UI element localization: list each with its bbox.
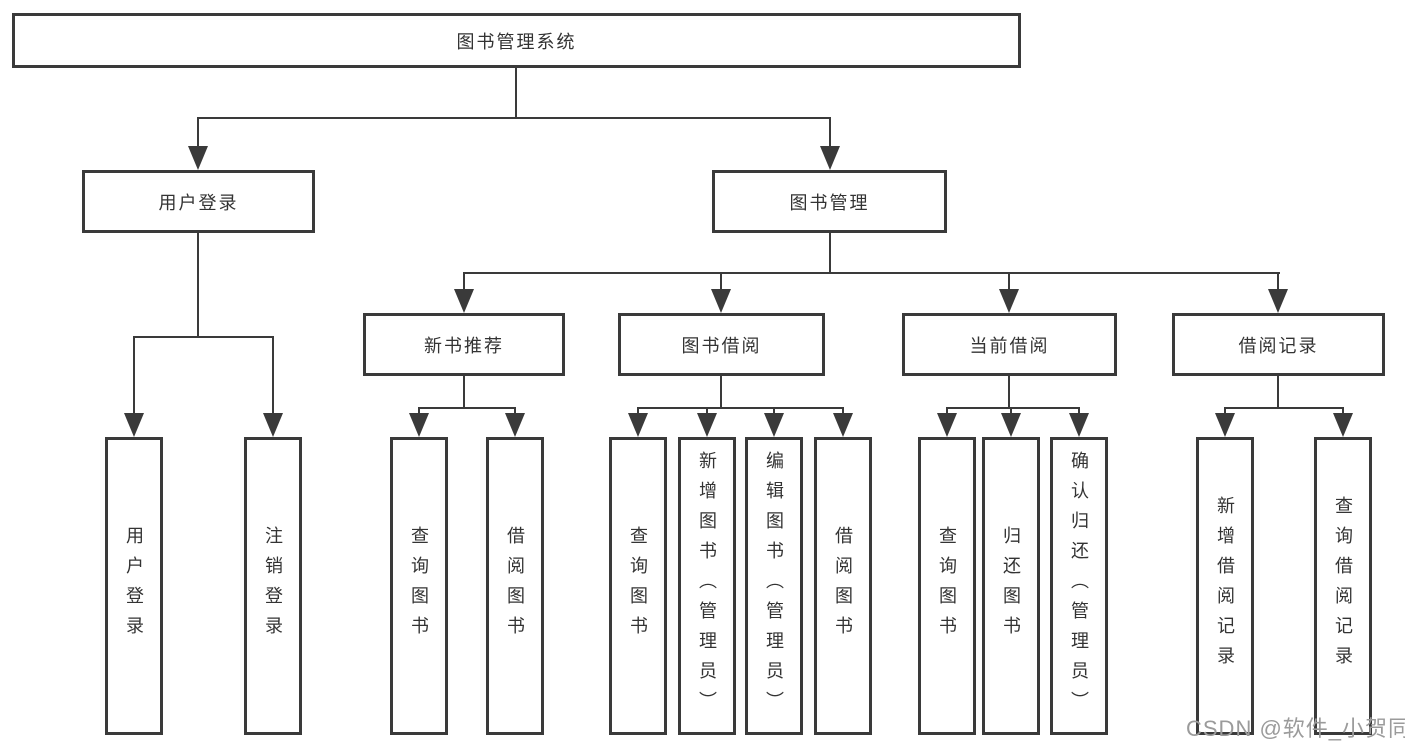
node-leaf-recommend-borrow-books: 借阅图书: [486, 437, 544, 735]
node-leaf-borrowing-query-books: 查询图书: [609, 437, 667, 735]
node-label: 用户登录: [158, 192, 239, 213]
connector-arrow-records-query: [1333, 408, 1353, 437]
node-label: 新增借阅记录: [1215, 496, 1235, 676]
node-leaf-user-login: 用户登录: [105, 437, 163, 735]
connector-arrow-borrowing-edit: [764, 408, 784, 437]
node-label: 图书管理: [789, 192, 870, 213]
connector-records-branch: [1224, 407, 1344, 409]
node-label: 图书管理系统: [456, 31, 577, 52]
connector-arrow-borrowing-borrow: [833, 408, 853, 437]
connector-arrow-current-return: [1001, 408, 1021, 437]
node-current-borrowing: 当前借阅: [902, 313, 1117, 376]
node-leaf-records-query-record: 查询借阅记录: [1314, 437, 1372, 735]
node-leaf-borrowing-add-books: 新增图书（管理员）: [678, 437, 736, 735]
connector-current-branch: [946, 407, 1080, 409]
node-leaf-recommend-query-books: 查询图书: [390, 437, 448, 735]
node-label: 新书推荐: [424, 335, 504, 356]
connector-recommend-stem: [463, 376, 465, 409]
connector-recommend-branch: [418, 407, 516, 409]
csdn-watermark: CSDN @软件_小贺同学: [1186, 716, 1405, 741]
connector-user-login-branch: [133, 336, 274, 338]
connector-level2-branch: [197, 117, 831, 119]
node-label: 编辑图书（管理员）: [764, 451, 784, 721]
node-label: 归还图书: [1001, 526, 1021, 646]
node-leaf-current-confirm-return: 确认归还（管理员）: [1050, 437, 1108, 735]
connector-level3-branch: [463, 272, 1280, 274]
node-book-management: 图书管理: [712, 170, 947, 233]
node-label: 图书借阅: [681, 335, 762, 356]
connector-arrow-borrowing-records: [1268, 273, 1288, 313]
node-leaf-current-query-books: 查询图书: [918, 437, 976, 735]
node-label: 当前借阅: [969, 335, 1050, 356]
connector-borrowing-stem: [720, 376, 722, 409]
connector-arrow-current-query: [937, 408, 957, 437]
node-label: 借阅图书: [833, 526, 853, 646]
node-leaf-current-return-books: 归还图书: [982, 437, 1040, 735]
connector-records-stem: [1277, 376, 1279, 409]
connector-book-mgmt-stem: [829, 233, 831, 274]
node-label: 借阅图书: [505, 526, 525, 646]
connector-arrow-book-management: [820, 118, 840, 170]
connector-user-login-stem: [197, 233, 199, 337]
connector-arrow-borrowing-query: [628, 408, 648, 437]
connector-arrow-current-confirm: [1069, 408, 1089, 437]
node-user-login-group: 用户登录: [82, 170, 315, 233]
node-label: 查询图书: [937, 526, 957, 646]
node-label: 用户登录: [124, 526, 144, 646]
connector-arrow-book-borrowing: [711, 273, 731, 313]
node-label: 注销登录: [263, 526, 283, 646]
connector-arrow-new-book-recommend: [454, 273, 474, 313]
node-leaf-borrowing-borrow-books: 借阅图书: [814, 437, 872, 735]
connector-arrow-borrowing-add: [697, 408, 717, 437]
node-library-management-system: 图书管理系统: [12, 13, 1021, 68]
connector-arrow-leaf-user-login: [124, 337, 144, 437]
node-label: 确认归还（管理员）: [1069, 451, 1089, 721]
connector-arrow-leaf-logout: [263, 337, 283, 437]
node-label: 借阅记录: [1238, 335, 1319, 356]
node-label: 查询图书: [409, 526, 429, 646]
node-new-book-recommend: 新书推荐: [363, 313, 565, 376]
node-label: 查询图书: [628, 526, 648, 646]
node-label: 新增图书（管理员）: [697, 451, 717, 721]
connector-current-stem: [1008, 376, 1010, 409]
connector-arrow-records-add: [1215, 408, 1235, 437]
node-book-borrowing: 图书借阅: [618, 313, 825, 376]
node-borrowing-records: 借阅记录: [1172, 313, 1385, 376]
node-leaf-logout: 注销登录: [244, 437, 302, 735]
node-label: 查询借阅记录: [1333, 496, 1353, 676]
connector-arrow-recommend-query: [409, 408, 429, 437]
node-leaf-borrowing-edit-books: 编辑图书（管理员）: [745, 437, 803, 735]
connector-arrow-current-borrowing: [999, 273, 1019, 313]
node-leaf-records-add-record: 新增借阅记录: [1196, 437, 1254, 735]
connector-arrow-user-login-group: [188, 118, 208, 170]
connector-root-stem: [515, 68, 517, 118]
connector-arrow-recommend-borrow: [505, 408, 525, 437]
connector-borrowing-branch: [637, 407, 844, 409]
